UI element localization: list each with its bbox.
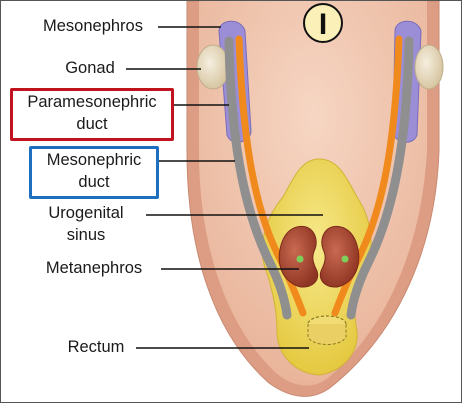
- ureteric-bud-left: [296, 255, 304, 263]
- label-mesonephric-duct-line2: duct: [78, 173, 110, 191]
- label-metanephros: Metanephros: [45, 259, 143, 277]
- label-urogenital-sinus-line2: sinus: [66, 226, 106, 244]
- label-mesonephric-duct: Mesonephric: [46, 151, 142, 169]
- label-gonad: Gonad: [65, 59, 115, 77]
- ureteric-bud-right: [341, 255, 349, 263]
- metanephros-right: [319, 225, 360, 288]
- stage-badge-label: I: [318, 8, 328, 41]
- gonad-left: [196, 44, 230, 90]
- label-urogenital-sinus: Urogenital: [48, 204, 124, 222]
- label-paramesonephric-duct-line2: duct: [76, 115, 108, 133]
- paramesonephric-duct-right: [331, 35, 403, 317]
- label-rectum: Rectum: [67, 338, 125, 356]
- label-paramesonephric-duct: Paramesonephric: [27, 93, 157, 111]
- rectum-tube: [307, 324, 347, 345]
- mesonephric-duct-right: [346, 36, 414, 320]
- stage-badge: [303, 3, 343, 43]
- highlight-box-mesonephric: [29, 146, 159, 199]
- gonad-right: [414, 44, 444, 90]
- highlight-box-paramesonephric: [10, 88, 174, 141]
- label-mesonephros: Mesonephros: [43, 17, 143, 35]
- mesonephric-duct-left: [224, 36, 292, 320]
- paramesonephric-duct-left: [235, 35, 307, 317]
